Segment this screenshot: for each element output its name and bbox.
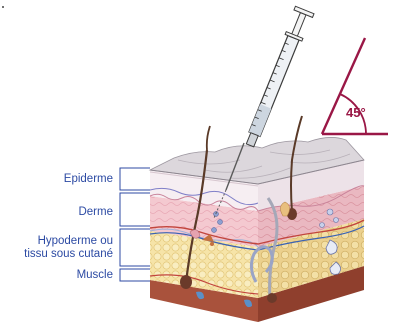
bracket-hypodermis <box>120 229 150 266</box>
label-dermis: Derme <box>78 206 113 219</box>
bracket-epidermis <box>120 168 150 190</box>
bracket-muscle <box>120 269 150 281</box>
label-hypodermis-line2: tissu sous cutané <box>24 248 113 260</box>
angle-indicator: 45° <box>322 38 388 134</box>
angle-value: 45° <box>346 105 366 120</box>
label-epidermis: Epiderme <box>64 173 113 186</box>
skin-front-face <box>150 170 258 322</box>
label-hypodermis-line1: Hypoderme ou <box>38 235 113 247</box>
label-muscle: Muscle <box>77 269 113 282</box>
label-hypodermis: Hypoderme ou tissu sous cutané <box>24 235 113 261</box>
bracket-dermis <box>120 193 150 226</box>
layer-brackets <box>120 168 150 281</box>
corner-dot <box>2 6 4 8</box>
